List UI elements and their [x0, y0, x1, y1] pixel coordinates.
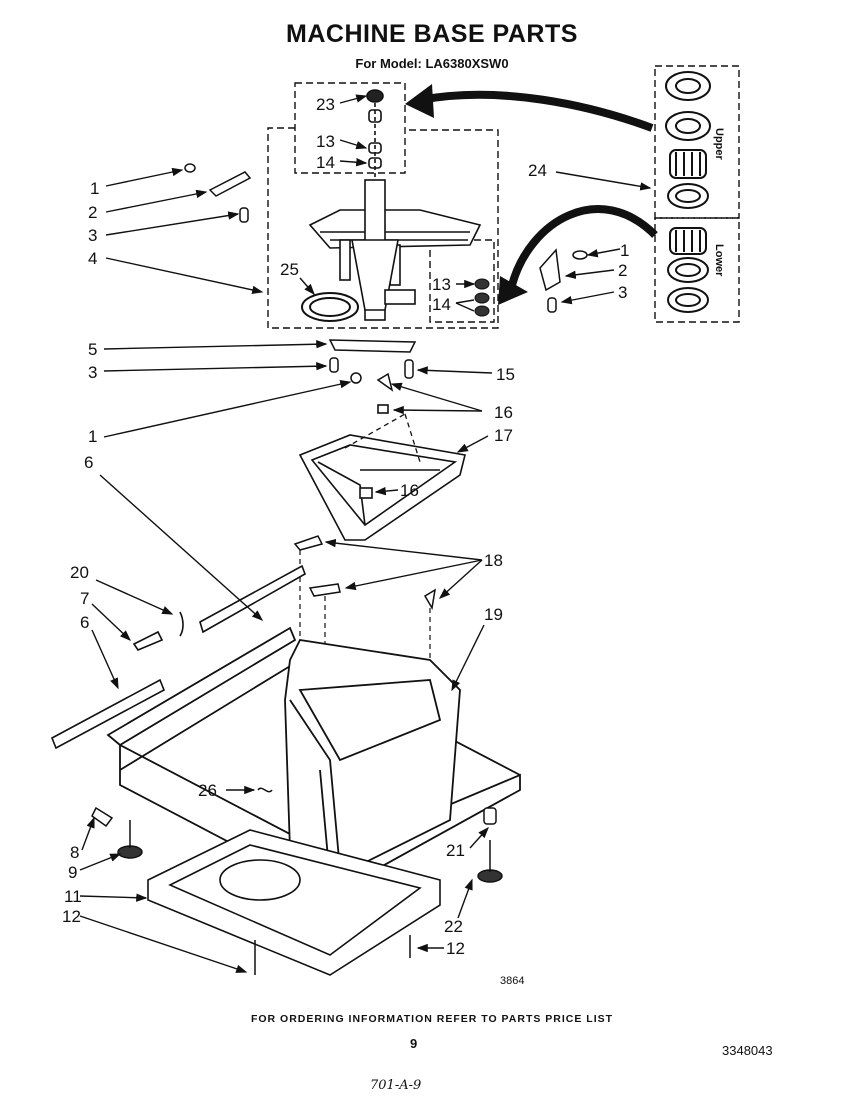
- callout-2-right: 2: [618, 261, 627, 280]
- callout-22: 22: [444, 917, 463, 936]
- handwritten-note: 701-A-9: [370, 1078, 422, 1093]
- callout-14-top: 14: [316, 153, 335, 172]
- bearings-right: [474, 278, 490, 317]
- upper-bearing-arrowhead: [405, 84, 434, 118]
- bottom-pan-11: [147, 829, 441, 976]
- gearcase-box: [267, 127, 499, 329]
- callout-11: 11: [64, 887, 82, 906]
- callout-2-top-left: 2: [88, 203, 97, 222]
- agitator-shaft-box: [294, 82, 406, 174]
- upper-bearing-arrow: [419, 90, 654, 132]
- bearing-box-right: [429, 239, 495, 323]
- inset-upper-bearings: [665, 71, 711, 209]
- bracket-5: [328, 339, 417, 392]
- callout-20: 20: [70, 563, 89, 582]
- callout-4: 4: [88, 249, 97, 268]
- diagram-code: 3864: [500, 975, 524, 987]
- page-number: 9: [410, 1036, 418, 1051]
- bracket-left: [184, 163, 252, 223]
- inset-upper-box: [654, 65, 740, 219]
- inset-lower-box: [654, 217, 740, 323]
- callout-16-lower: 16: [400, 481, 419, 500]
- callout-1-mid: 1: [88, 427, 97, 446]
- inset-upper-label: Upper: [713, 128, 725, 161]
- callout-3-top-left: 3: [88, 226, 97, 245]
- callout-8: 8: [70, 843, 79, 862]
- callout-6-top: 6: [84, 453, 93, 472]
- callout-13-right: 13: [432, 275, 451, 294]
- seal-ring-25: [301, 292, 359, 322]
- callout-25: 25: [280, 260, 299, 279]
- inset-lower-label: Lower: [713, 244, 725, 277]
- callout-3-right: 3: [618, 283, 627, 302]
- bracket-right: [539, 248, 588, 313]
- ordering-info: FOR ORDERING INFORMATION REFER TO PARTS …: [250, 1013, 614, 1025]
- callout-18: 18: [484, 551, 503, 570]
- callout-17: 17: [494, 426, 513, 445]
- clips-18: [293, 535, 437, 611]
- callout-24: 24: [528, 161, 547, 180]
- transmission-assembly: [308, 179, 482, 321]
- lower-bearing-arrow: [508, 205, 658, 287]
- callout-13-top: 13: [316, 132, 335, 151]
- inset-lower-bearings: [667, 227, 709, 313]
- callout-9: 9: [68, 863, 77, 882]
- callout-12-left: 12: [62, 907, 81, 926]
- side-rails: [50, 564, 306, 750]
- shaft-top-parts: [366, 89, 384, 200]
- page-title: MACHINE BASE PARTS: [286, 20, 578, 48]
- callout-16-top: 16: [494, 403, 513, 422]
- callout-5: 5: [88, 340, 97, 359]
- drive-platform-17: [298, 404, 466, 541]
- callout-1-right: 1: [620, 241, 629, 260]
- callout-7: 7: [80, 589, 89, 608]
- callout-19: 19: [484, 605, 503, 624]
- lower-bearing-arrowhead: [498, 276, 528, 305]
- callout-21: 21: [446, 841, 465, 860]
- callout-3-mid: 3: [88, 363, 97, 382]
- callout-12-right: 12: [446, 939, 465, 958]
- model-subtitle: For Model: LA6380XSW0: [355, 56, 509, 71]
- callout-15: 15: [496, 365, 515, 384]
- callout-14-right: 14: [432, 295, 451, 314]
- document-number: 3348043: [722, 1043, 773, 1058]
- callout-26: 26: [198, 781, 217, 800]
- callout-23: 23: [316, 95, 335, 114]
- leveling-feet: [91, 787, 503, 975]
- callout-1-top-left: 1: [90, 179, 99, 198]
- callout-6-left: 6: [80, 613, 89, 632]
